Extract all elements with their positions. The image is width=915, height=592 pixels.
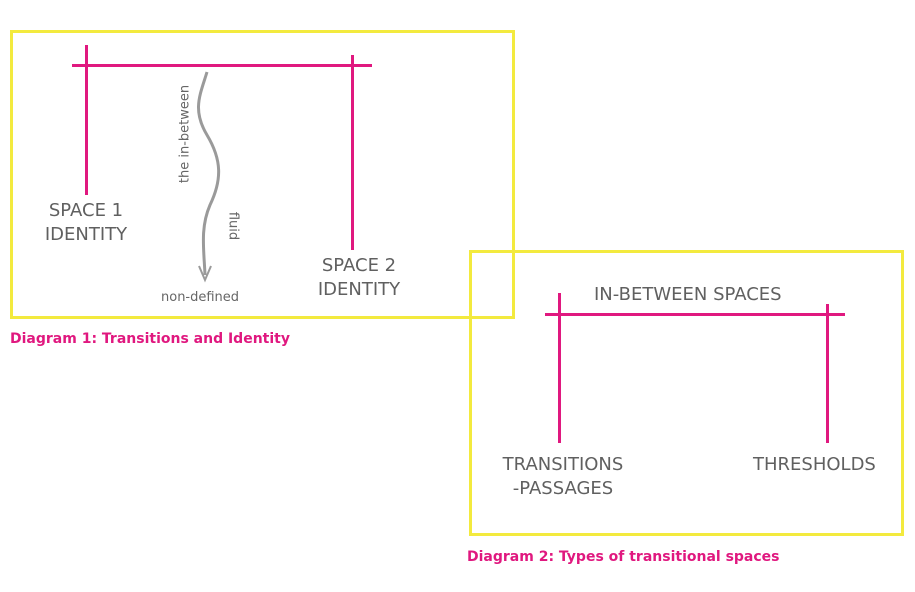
diagram1-frame	[10, 30, 515, 319]
diagram1-horizontal-line	[72, 64, 372, 67]
diagram2-title: IN-BETWEEN SPACES	[594, 284, 782, 305]
arrow-head-icon	[198, 265, 212, 283]
non-defined-label: non-defined	[161, 290, 240, 305]
space2-label: SPACE 2 IDENTITY	[313, 254, 405, 302]
diagram2-frame	[469, 250, 904, 536]
transitions-vertical-line	[558, 293, 561, 443]
space1-label: SPACE 1 IDENTITY	[40, 199, 132, 247]
thresholds-label: THRESHOLDS	[753, 454, 876, 475]
space2-vertical-line	[351, 55, 354, 250]
space1-label-line2: IDENTITY	[44, 224, 128, 245]
diagram1-caption: Diagram 1: Transitions and Identity	[10, 331, 290, 347]
in-between-label: the in-between	[177, 84, 193, 184]
space1-vertical-line	[85, 45, 88, 195]
space2-label-line2: IDENTITY	[317, 279, 401, 300]
space1-label-line1: SPACE 1	[48, 200, 124, 221]
thresholds-vertical-line	[826, 304, 829, 443]
transitions-label-line1: TRANSITIONS	[502, 454, 624, 475]
space2-label-line1: SPACE 2	[321, 255, 397, 276]
diagram2-horizontal-line	[545, 313, 845, 316]
fluid-label: fluid	[225, 211, 241, 241]
diagram2-caption: Diagram 2: Types of transitional spaces	[467, 549, 780, 565]
transitions-label-line2: -PASSAGES	[512, 478, 614, 499]
transitions-label: TRANSITIONS -PASSAGES	[498, 453, 628, 501]
